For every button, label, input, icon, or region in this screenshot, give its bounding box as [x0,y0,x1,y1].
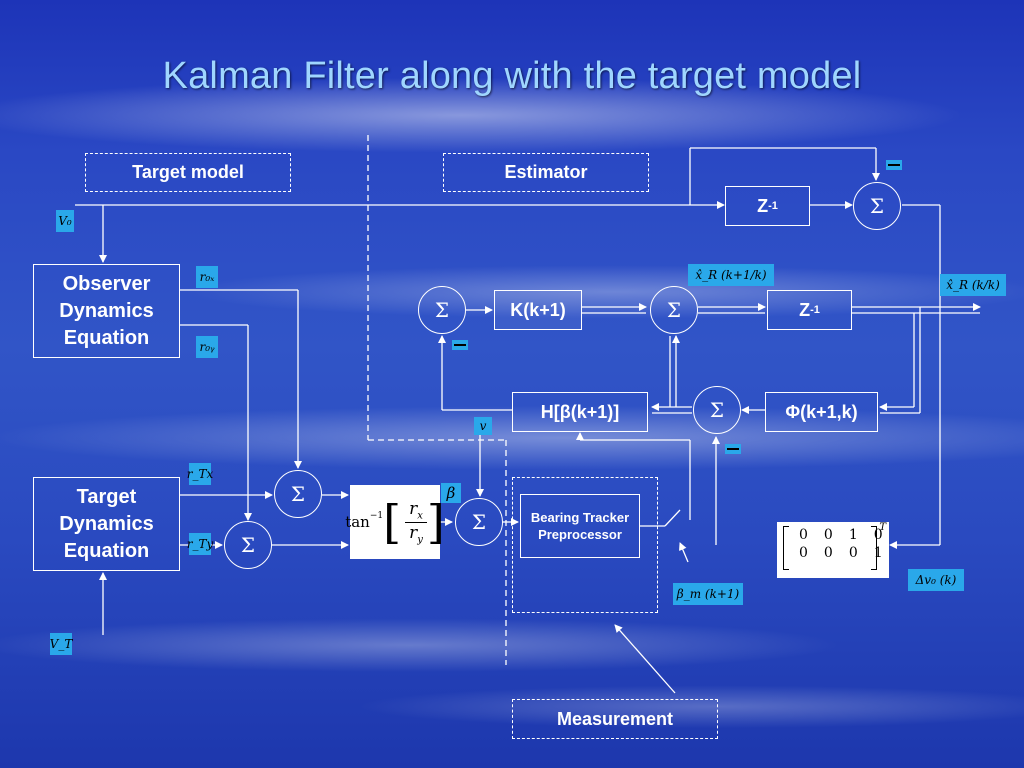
minus-sign-predict [725,444,741,454]
delay-mid-block: Z-1 [767,290,852,330]
sum-top: Σ [853,182,901,230]
signal-v0: V₀ [56,210,74,232]
delay-top-exponent: -1 [768,200,778,212]
arctan-denominator: r [409,522,418,543]
signal-r0x: r₀ₓ [196,266,218,288]
gain-block: K(k+1) [494,290,582,330]
arctan-block: tan−1 [ rx ry ] [345,485,445,559]
sum-predict: Σ [693,386,741,434]
bearing-tracker-block: Bearing Tracker Preprocessor [520,494,640,558]
matrix-cell: 0 [799,527,808,543]
measurement-matrix-block: H[β(k+1)] [512,392,648,432]
sum-observer-x: Σ [274,470,322,518]
signal-vT: V_T [50,633,72,655]
minus-sign-top [886,160,902,170]
signal-noise-v: v [474,417,492,435]
sum-bearing-noise: Σ [455,498,503,546]
arctan-numerator: r [409,499,418,520]
slide-title: Kalman Filter along with the target mode… [162,55,862,97]
signal-delta-v0: Δv₀ (k) [908,569,964,591]
selection-matrix: 0 0 1 0 0 0 0 1 T [777,522,889,578]
matrix-cell: 0 [873,527,883,543]
matrix-cell: 0 [823,527,833,543]
sum-update: Σ [650,286,698,334]
arctan-denominator-sub: y [417,533,423,545]
arctan-right-bracket: ] [426,495,445,549]
matrix-transpose: T [879,522,886,533]
matrix-cell: 0 [799,545,808,561]
target-model-label: Target model [85,153,291,192]
arctan-fraction: rx ry [405,499,427,545]
arctan-numerator-sub: x [417,510,423,522]
measurement-region [512,477,658,613]
matrix-cell: 1 [848,527,858,543]
signal-beta: β [441,483,461,503]
signal-beta-measured: β_m (k+1) [673,583,743,605]
delay-top-block: Z-1 [725,186,810,226]
delay-mid-exponent: -1 [810,304,820,316]
measurement-label: Measurement [512,699,718,739]
signal-r0y: r₀ᵧ [196,336,218,358]
delay-mid-label: Z [799,299,811,320]
transition-block: Φ(k+1,k) [765,392,878,432]
delay-top-label: Z [757,195,769,216]
signal-rTx: r_Tx [187,463,213,485]
sum-observer-y: Σ [224,521,272,569]
signal-x-predicted: x̂_R (k+1/k) [688,264,774,286]
sum-innovation: Σ [418,286,466,334]
matrix-cell: 0 [848,545,858,561]
observer-dynamics-block: Observer Dynamics Equation [33,264,180,358]
minus-sign-innovation [452,340,468,350]
estimator-label: Estimator [443,153,649,192]
arctan-left-bracket: [ [383,495,402,549]
signal-rTy: r_Ty [187,533,213,555]
signal-x-estimate: x̂_R (k/k) [940,274,1006,296]
arctan-exponent: −1 [369,511,384,521]
target-dynamics-block: Target Dynamics Equation [33,477,180,571]
matrix-cell: 0 [823,545,833,561]
matrix-cell: 1 [873,545,883,561]
arctan-label: tan [345,513,370,531]
